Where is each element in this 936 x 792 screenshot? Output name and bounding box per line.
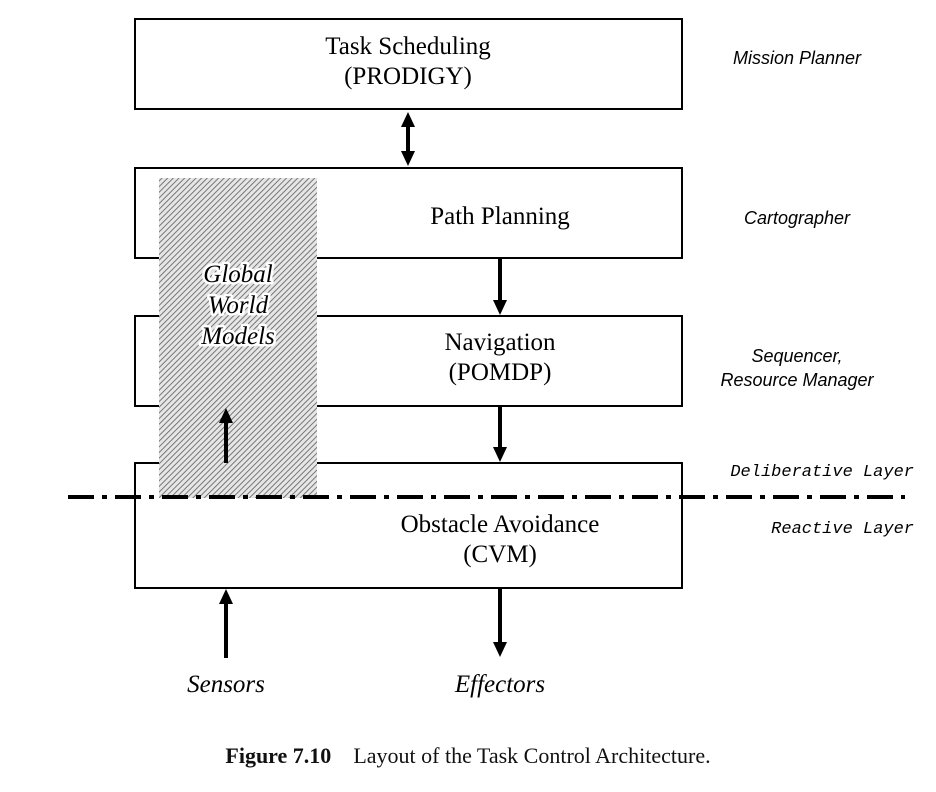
obstacle-to-world-models-arrow [219,408,233,463]
path-to-navigation-arrow [493,259,507,315]
figure-caption: Figure 7.10 Layout of the Task Control Ar… [0,743,936,769]
scheduling-path-double-arrow [401,112,415,166]
navigation-title: Navigation [444,329,556,356]
world-models-line-1: Global [203,261,273,288]
cartographer-label: Cartographer [744,208,851,228]
world-models-line-3: Models [200,323,275,350]
effectors-arrow [493,589,507,657]
obstacle-avoidance-title: Obstacle Avoidance [401,511,600,538]
figure-caption-text: Layout of the Task Control Architecture. [353,743,711,768]
deliberative-layer-label: Deliberative Layer [730,463,914,482]
reactive-layer-label: Reactive Layer [771,520,914,539]
task-scheduling-title: Task Scheduling [325,33,491,60]
figure-number: Figure 7.10 [225,743,332,768]
global-world-models-region [159,178,317,498]
mission-planner-label: Mission Planner [733,48,862,68]
path-planning-title: Path Planning [430,203,570,230]
sensors-label: Sensors [187,671,265,698]
obstacle-avoidance-subtitle: (CVM) [463,541,537,568]
task-scheduling-box [134,18,683,110]
navigation-to-obstacle-arrow [493,407,507,462]
sensors-arrow [219,589,233,658]
sequencer-label-line-1: Sequencer, [751,346,842,366]
navigation-subtitle: (POMDP) [449,359,552,386]
sequencer-label-line-2: Resource Manager [720,370,874,390]
world-models-line-2: World [208,292,269,319]
task-scheduling-subtitle: (PRODIGY) [344,63,472,90]
effectors-label: Effectors [454,671,545,698]
